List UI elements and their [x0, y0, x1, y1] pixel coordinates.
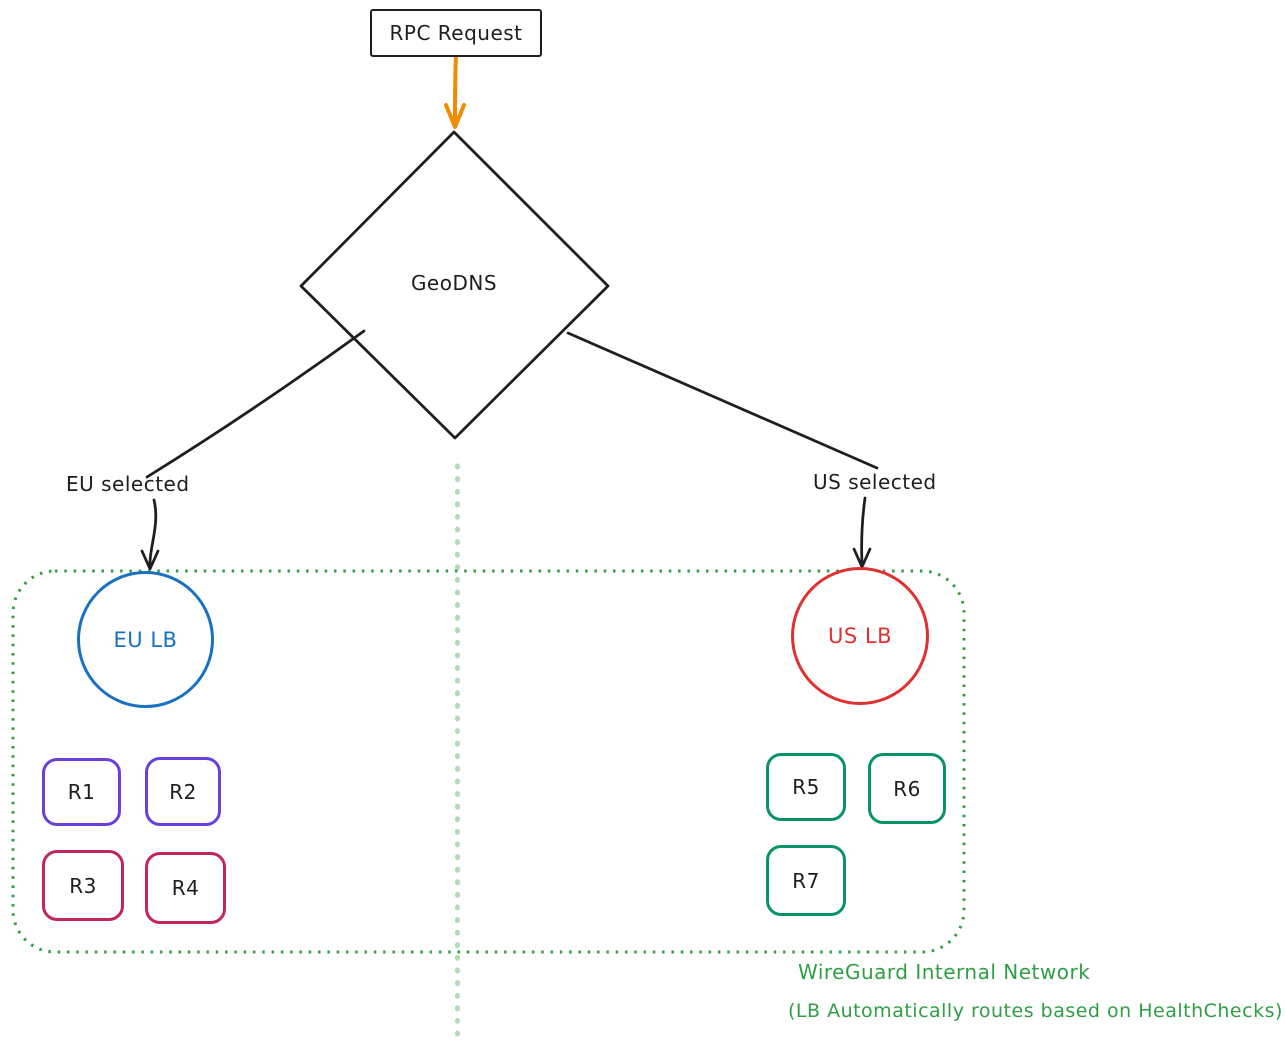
wireguard-network-caption: WireGuard Internal Network [798, 960, 1091, 984]
eu-selected-arrow [148, 498, 158, 568]
server-node-r4: R4 [145, 852, 226, 924]
rpc-request-node: RPC Request [370, 9, 542, 57]
server-label: R7 [792, 868, 820, 893]
rpc-to-geodns-arrow [453, 52, 458, 124]
server-label: R4 [171, 876, 200, 900]
us-selected-label: US selected [813, 470, 937, 494]
server-node-r2: R2 [145, 757, 221, 826]
server-node-r1: R1 [42, 758, 121, 826]
server-node-r3: R3 [42, 850, 124, 921]
server-label: R1 [67, 780, 96, 804]
us-lb-node: US LB [791, 567, 929, 705]
geodns-label: GeoDNS [410, 271, 498, 295]
geodns-to-eu-line [145, 329, 366, 479]
geodns-diamond [299, 130, 610, 440]
server-label: R3 [69, 873, 97, 898]
server-label: R2 [169, 779, 197, 804]
wireguard-healthcheck-caption: (LB Automatically routes based on Health… [788, 1000, 1283, 1022]
geodns-to-us-line [566, 331, 879, 470]
us-selected-arrow [860, 496, 867, 566]
rpc-request-label: RPC Request [389, 21, 523, 45]
rpc-to-geodns-arrowhead [444, 103, 466, 129]
server-node-r6: R6 [868, 753, 946, 824]
eu-selected-label: EU selected [66, 472, 190, 496]
us-lb-label: US LB [828, 624, 892, 648]
server-label: R5 [792, 775, 820, 799]
server-node-r5: R5 [766, 753, 846, 821]
eu-selected-arrowhead [140, 549, 160, 571]
eu-lb-node: EU LB [77, 571, 214, 708]
server-label: R6 [893, 776, 921, 801]
server-node-r7: R7 [766, 845, 846, 916]
eu-lb-label: EU LB [113, 627, 178, 652]
